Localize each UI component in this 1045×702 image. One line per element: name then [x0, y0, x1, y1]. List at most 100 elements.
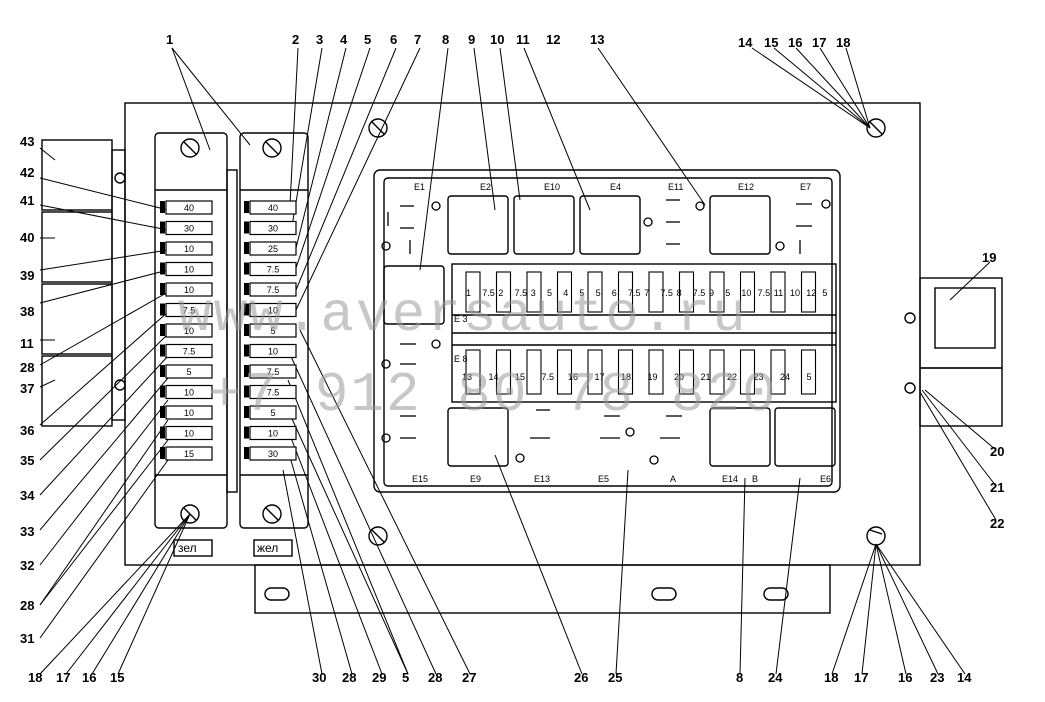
fuse-slot	[495, 349, 512, 395]
callout-label: 28	[342, 670, 356, 685]
callout-label: 41	[20, 193, 34, 208]
callout-label: 18	[836, 35, 850, 50]
fuse-label: 10	[790, 288, 800, 298]
fuse-body	[249, 200, 297, 215]
fuse-body	[249, 384, 297, 400]
callout-label: 28	[20, 598, 34, 613]
callout-label: 35	[20, 453, 34, 468]
callout-label: 30	[312, 670, 326, 685]
fuse-rating: 7.5	[267, 388, 280, 398]
fuse-pin	[244, 426, 249, 439]
callout-label: 11	[516, 32, 530, 47]
fuse-pin	[244, 406, 249, 418]
fuse-rating: 10	[184, 244, 194, 254]
relay-contacts	[381, 199, 831, 465]
fuse-label: 10	[741, 288, 751, 298]
left-block-label: зел	[178, 541, 197, 555]
fuse-pin	[160, 283, 165, 295]
fuse-label: 18	[621, 372, 631, 382]
fuse-slot	[556, 271, 573, 313]
fuse-rating: 30	[268, 224, 278, 234]
callout-label: 18	[824, 670, 838, 685]
fuse-body	[249, 425, 297, 441]
fuse-label: 15	[515, 372, 525, 382]
fuse-pin	[244, 447, 249, 459]
relay-label: E2	[480, 182, 491, 192]
callout-label: 12	[546, 32, 560, 47]
fuse-rating: 7.5	[183, 347, 196, 357]
fuse-rating: 10	[268, 347, 278, 357]
fuse-slot	[526, 271, 542, 313]
fuse-body	[165, 446, 213, 461]
callout-label: 31	[20, 631, 34, 646]
callout-label: 16	[82, 670, 96, 685]
fuse-label: 3	[531, 288, 536, 298]
fuse-pin	[160, 426, 165, 439]
fuse-pin	[160, 344, 165, 357]
fuse-pin	[244, 283, 249, 295]
row-label-e8: E 8	[454, 354, 468, 364]
callout-label: 21	[990, 480, 1004, 495]
fuse-rating: 5	[270, 326, 275, 336]
fuse-label: 5	[725, 288, 730, 298]
callouts-top: 1 2 3 4 5 6 7 8 9 10 11 12 13	[166, 32, 604, 47]
fuse-label: 17	[595, 372, 605, 382]
fuse-label: 5	[807, 372, 812, 382]
row-label-e3: E 3	[454, 314, 468, 324]
callouts-top-right: 14 15 16 17 18	[738, 35, 850, 50]
fuse-rating: 10	[184, 388, 194, 398]
callout-label: 28	[20, 360, 34, 375]
fuse-rating: 10	[184, 326, 194, 336]
fuse-body	[249, 261, 297, 277]
fuse-body	[165, 364, 213, 379]
fuse-body	[249, 405, 297, 420]
fuse-label: 4	[563, 288, 568, 298]
fuse-rating: 7.5	[267, 285, 280, 295]
fuse-label: 19	[648, 372, 658, 382]
fuse-label: 9	[709, 288, 714, 298]
callout-label: 5	[364, 32, 371, 47]
callout-label: 5	[402, 670, 409, 685]
right-block-label: жел	[257, 541, 278, 555]
relay-label: E14	[722, 474, 738, 484]
callout-label: 6	[390, 32, 397, 47]
fuse-label: 5	[579, 288, 584, 298]
fuse-slot	[709, 349, 725, 395]
fuse-rating: 10	[184, 408, 194, 418]
fuse-body	[165, 220, 213, 236]
fuse-slot	[617, 271, 634, 313]
fuse-label: 22	[727, 372, 737, 382]
fuse-label: 5	[822, 288, 827, 298]
fuse-slot	[587, 349, 603, 395]
callout-label: 42	[20, 165, 34, 180]
fuse-pin	[160, 406, 165, 418]
callout-label: 16	[898, 670, 912, 685]
fuse-pin	[160, 447, 165, 459]
fuse-label: 7.5	[660, 288, 673, 298]
fuse-pin	[244, 221, 249, 234]
fuse-slot	[800, 271, 817, 313]
callout-label: 13	[590, 32, 604, 47]
fuse-slot	[617, 349, 634, 395]
relay-label: E7	[800, 182, 811, 192]
fuse-rating: 15	[184, 449, 194, 459]
fuse-label: 24	[780, 372, 790, 382]
fuse-label: 1	[466, 288, 471, 298]
fuse-body	[165, 405, 213, 420]
fuse-pin	[160, 303, 165, 316]
fuse-label: 8	[677, 288, 682, 298]
fuse-rating: 5	[270, 408, 275, 418]
fuse-pin	[244, 201, 249, 213]
fuse-body	[165, 343, 213, 359]
relay-label: E13	[534, 474, 550, 484]
fuse-body	[249, 364, 297, 379]
fuse-label: 13	[462, 372, 472, 382]
fuse-label: 16	[568, 372, 578, 382]
relay-labels-top: E1 E2 E10 E4 E11 E12 E7	[414, 182, 811, 192]
fuse-body	[165, 200, 213, 215]
relay-labels-bottom: E15 E9 E13 E5 A E14 B E6	[412, 474, 831, 484]
fuse-body	[249, 323, 297, 338]
callout-label: 17	[812, 35, 826, 50]
